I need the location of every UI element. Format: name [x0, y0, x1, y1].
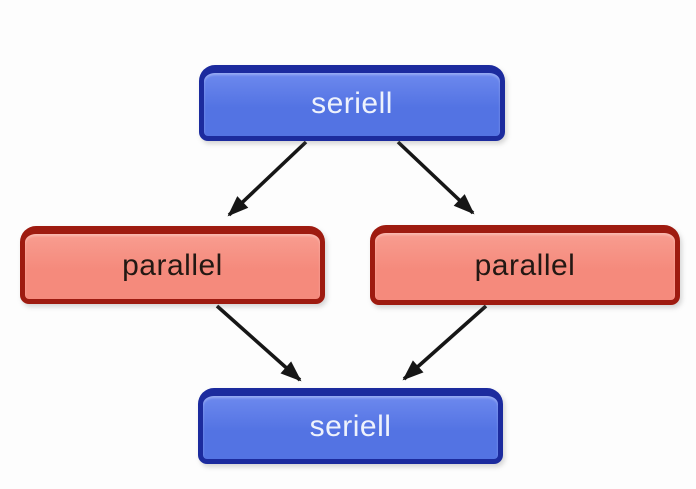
node-seriell-top: seriell: [199, 65, 505, 141]
node-seriell-top-label: seriell: [311, 86, 393, 120]
node-seriell-bottom: seriell: [198, 388, 503, 464]
arrow-parallel-right-to-seriell-bottom: [402, 304, 488, 381]
arrow-parallel-left-to-seriell-bottom: [215, 304, 302, 382]
node-parallel-right: parallel: [370, 225, 680, 305]
node-parallel-right-label: parallel: [474, 248, 576, 282]
arrow-seriell-top-to-parallel-right: [396, 140, 475, 215]
node-seriell-bottom-label: seriell: [309, 409, 392, 443]
node-parallel-left: parallel: [20, 226, 325, 304]
node-parallel-left-label: parallel: [122, 248, 223, 282]
arrow-seriell-top-to-parallel-left: [227, 140, 308, 217]
